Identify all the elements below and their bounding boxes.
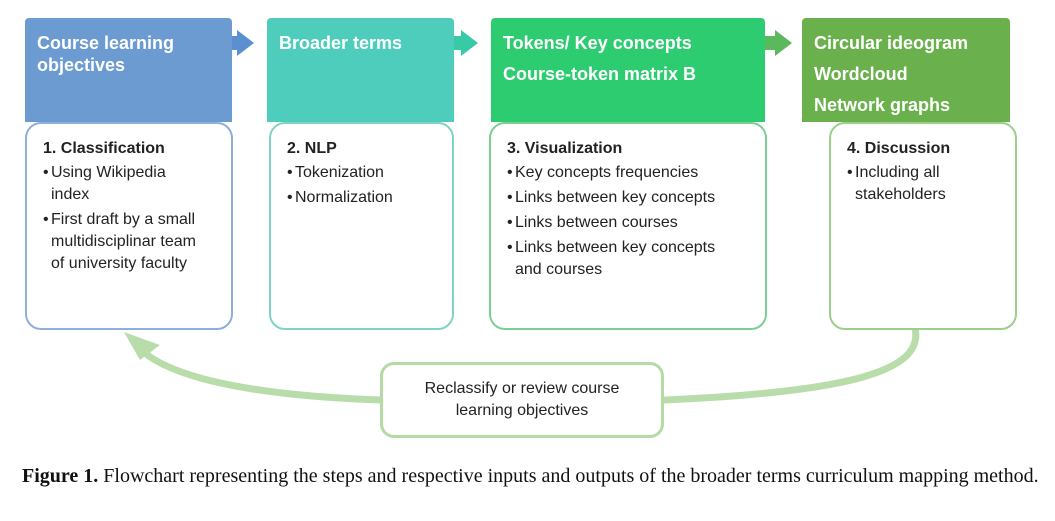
header-3-line-1: Tokens/ Key concepts: [503, 33, 692, 53]
step-2-list: • Tokenization • Normalization: [287, 162, 438, 209]
header-course-learning-objectives: Course learning objectives: [25, 18, 232, 122]
review-feedback-box: Reclassify or review course learning obje…: [380, 362, 664, 438]
caption-label: Figure 1.: [22, 465, 99, 487]
step-3-list: • Key concepts frequencies • Links betwe…: [507, 162, 751, 281]
list-item: • Including all stakeholders: [847, 162, 1001, 206]
caption-text: Flowchart representing the steps and res…: [98, 465, 1039, 487]
item-line: stakeholders: [855, 186, 946, 203]
bullet: •: [507, 214, 513, 231]
item-line: First draft by a small: [51, 211, 196, 228]
bullet: •: [507, 239, 513, 256]
header-1-line-1: Course learning: [37, 33, 175, 53]
item-line: multidisciplinar team: [51, 233, 196, 250]
feedback-loop-arrow: [134, 324, 920, 404]
feedback-arrowhead: [124, 332, 160, 360]
bullet: •: [847, 164, 853, 181]
item-line: Key concepts frequencies: [515, 164, 699, 181]
review-line-2: learning objectives: [455, 402, 589, 419]
list-item: • Links between courses: [507, 212, 751, 234]
list-item: • Using Wikipedia index: [43, 162, 217, 206]
item-line: index: [51, 186, 90, 203]
header-3-line-2: Course-token matrix B: [503, 64, 697, 84]
bullet: •: [43, 211, 49, 228]
item-line: Including all: [855, 164, 940, 181]
bullet: •: [287, 189, 293, 206]
step-3-title: 3. Visualization: [507, 140, 623, 157]
step-1-title: 1. Classification: [43, 140, 165, 157]
item-line: of university faculty: [51, 255, 188, 272]
step-1-list: • Using Wikipedia index • First draft by …: [43, 162, 217, 275]
header-tokens-key-concepts: Tokens/ Key concepts Course-token matrix…: [491, 18, 765, 122]
step-classification-box: 1. Classification • Using Wikipedia index…: [25, 122, 233, 330]
bullet: •: [507, 189, 513, 206]
bullet: •: [287, 164, 293, 181]
bullet: •: [43, 164, 49, 181]
list-item: • Tokenization: [287, 162, 438, 184]
step-2-title: 2. NLP: [287, 140, 337, 157]
header-2-line-1: Broader terms: [279, 33, 403, 53]
list-item: • Links between key concepts: [507, 187, 751, 209]
item-line: Tokenization: [295, 164, 384, 181]
item-line: Using Wikipedia: [51, 164, 166, 181]
item-line: Links between courses: [515, 214, 678, 231]
step-4-list: • Including all stakeholders: [847, 162, 1001, 206]
header-4-line-1: Circular ideogram: [814, 33, 969, 53]
header-1-line-2: objectives: [37, 55, 126, 75]
item-line: Links between key concepts: [515, 189, 716, 206]
figure-caption: Figure 1. Flowchart representing the ste…: [22, 461, 1047, 491]
list-item: • Links between key concepts and courses: [507, 237, 751, 281]
header-4-line-2: Wordcloud: [814, 64, 908, 84]
bullet: •: [507, 164, 513, 181]
item-line: Links between key concepts: [515, 239, 716, 256]
list-item: • Normalization: [287, 187, 438, 209]
header-visual-outputs: Circular ideogram Wordcloud Network grap…: [802, 18, 1010, 122]
list-item: • Key concepts frequencies: [507, 162, 751, 184]
step-nlp-box: 2. NLP • Tokenization • Normalization: [269, 122, 454, 330]
item-line: and courses: [515, 261, 603, 278]
item-line: Normalization: [295, 189, 393, 206]
header-broader-terms: Broader terms: [267, 18, 454, 122]
header-4-line-3: Network graphs: [814, 95, 951, 115]
step-discussion-box: 4. Discussion • Including all stakeholder…: [829, 122, 1017, 330]
review-line-1: Reclassify or review course: [424, 380, 620, 397]
step-visualization-box: 3. Visualization • Key concepts frequenc…: [489, 122, 767, 330]
list-item: • First draft by a small multidisciplinar…: [43, 209, 217, 275]
step-4-title: 4. Discussion: [847, 140, 951, 157]
